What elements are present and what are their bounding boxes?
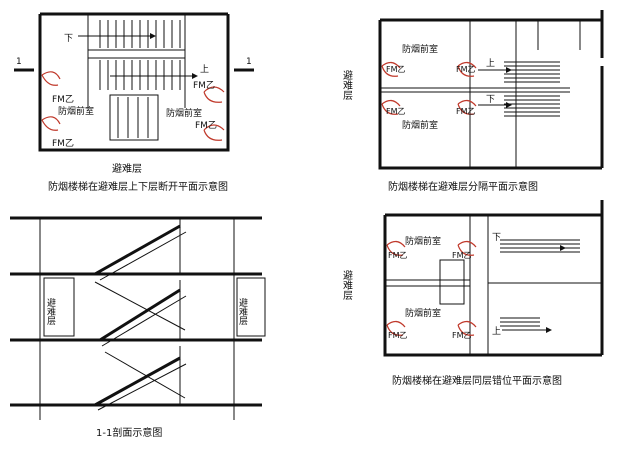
- d2-label-up: 上: [486, 58, 495, 69]
- d3-right-label: 避难层: [237, 297, 248, 326]
- d4-caption: 防烟楼梯在避难层同层错位平面示意图: [392, 374, 562, 387]
- d1-label-up: 上: [200, 64, 209, 75]
- d1-section-mark-left: 1: [16, 57, 22, 67]
- d1-door-fm-2: FM乙: [52, 138, 74, 149]
- d2-door-fm-3: FM乙: [456, 65, 476, 74]
- d1-label-down: 下: [64, 34, 73, 44]
- d4-side-label: 避难层: [341, 269, 353, 301]
- d1-anteroom-2: 防烟前室: [166, 107, 202, 119]
- d1-door-fm-3: FM乙: [193, 80, 215, 91]
- d2-side-label: 避难层: [341, 69, 353, 101]
- d4-door-fm-2: FM乙: [388, 331, 408, 340]
- d2-door-fm-2: FM乙: [386, 107, 406, 116]
- d4-door-fm-4: FM乙: [452, 331, 472, 340]
- d4-label-up: 上: [492, 326, 501, 337]
- d4-door-fm-3: FM乙: [452, 251, 472, 260]
- d2-stair-treads: [504, 61, 560, 117]
- d3-left-label: 避难层: [45, 297, 56, 326]
- d3-caption: 1-1剖面示意图: [96, 426, 162, 439]
- d1-door-fm-4: FM乙: [195, 120, 217, 131]
- d2-label-down: 下: [486, 95, 495, 105]
- d2-door-fm-4: FM乙: [456, 107, 476, 116]
- d2-caption: 防烟楼梯在避难层分隔平面示意图: [388, 180, 538, 193]
- d1-anteroom-1: 防烟前室: [58, 105, 94, 117]
- d4-label-down: 下: [492, 233, 501, 243]
- diagram-2: 防烟前室 防烟前室 FM乙 FM乙 FM乙 FM乙 上 下 避难层 防烟楼梯在避…: [341, 10, 604, 193]
- d2-anteroom-top: 防烟前室: [402, 43, 438, 55]
- d4-anteroom-top: 防烟前室: [405, 235, 441, 247]
- diagram-1: 下 上 1 1 FM乙 FM乙 FM乙 FM乙 防烟前室 防烟前室 避难层 防烟…: [14, 12, 254, 193]
- d1-door-fm-1: FM乙: [52, 94, 74, 105]
- d4-stair-treads: [500, 239, 580, 327]
- d4-anteroom-bottom: 防烟前室: [405, 307, 441, 319]
- diagram-3: 避难层 避难层 1-1剖面示意图: [10, 216, 266, 439]
- d2-anteroom-bottom: 防烟前室: [402, 119, 438, 131]
- d1-caption: 防烟楼梯在避难层上下层断开平面示意图: [48, 180, 228, 193]
- d2-door-fm-1: FM乙: [386, 65, 406, 74]
- stair-treads-upper: [99, 20, 181, 90]
- d4-door-fm-1: FM乙: [388, 251, 408, 260]
- d1-floor-label: 避难层: [112, 162, 142, 175]
- diagram-4: 防烟前室 防烟前室 FM乙 FM乙 FM乙 FM乙 下 上 避难层 防烟楼梯在避…: [341, 200, 604, 387]
- d3-stair-flights: [94, 224, 187, 411]
- d1-section-mark-right: 1: [246, 57, 252, 67]
